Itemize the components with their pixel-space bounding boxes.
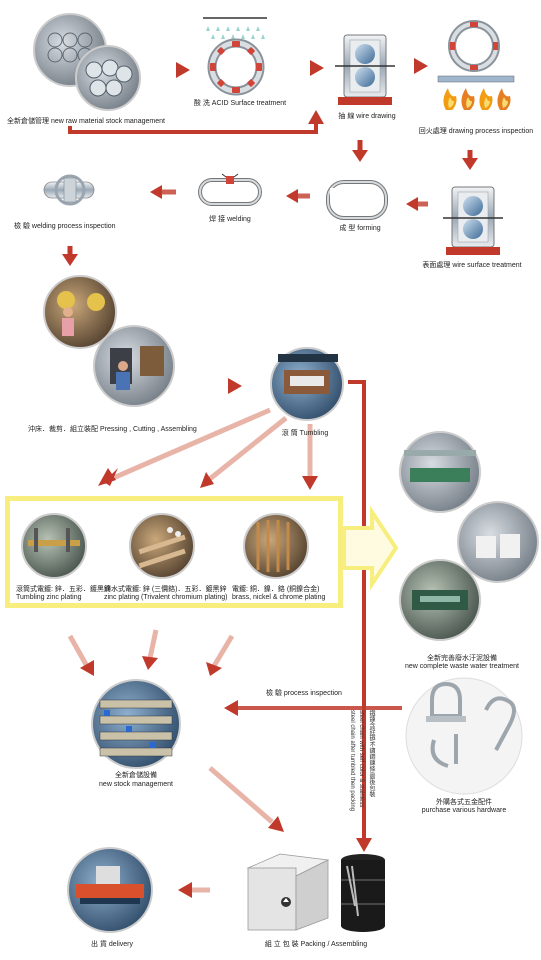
label-acid: 酸 洗 ACID Surface treatment [193, 100, 287, 107]
label-welding: 焊 接 welding [209, 216, 251, 223]
label-raw-stock: 全新倉儲管理 new raw material stock management [7, 118, 165, 125]
plating3-photo [243, 513, 309, 579]
label-vertical-cn: 鐵鍊含鋅鐵/不鏽鋼鍊條/最後包裝 [368, 710, 374, 798]
label-forming: 成 型 forming [339, 225, 381, 232]
label-delivery: 出 貨 delivery [90, 941, 134, 948]
acid-treatment-icon [203, 17, 267, 96]
label-plating3-en: brass, nickel & chrome plating [232, 594, 326, 601]
label-plating2-en: zinc plating (Trivalent chromium plating… [104, 594, 228, 601]
hollow-arrow [342, 505, 399, 591]
arrow-tumbling-to-packing [348, 380, 366, 840]
label-plating3-cn: 電鍍: 銅．鎳．鉻 (銅鎳合金) [232, 586, 320, 593]
label-pressing: 沖床．裁剪．組立裝配 Pressing , Cutting , Assembli… [28, 426, 197, 433]
label-hardware-cn: 外購各式五金配件 [436, 799, 492, 806]
label-wire-drawing: 抽 線 wire drawing [338, 113, 396, 120]
wire-drawing-icon [335, 34, 395, 105]
new-stock-photo [91, 679, 181, 769]
label-tumbling: 滾 筒 Tumbling [281, 430, 329, 437]
label-new-stock-en: new stock management [99, 781, 173, 788]
raw-stock-photo [33, 13, 141, 111]
annealing-icon [437, 20, 515, 110]
label-vertical-en2: steel chain after tumbled then packing [349, 710, 355, 812]
waste-water-photos [399, 431, 539, 641]
label-surface-treatment: 表面處理 wire surface treatment [422, 262, 522, 269]
forming-icon [326, 180, 388, 220]
label-plating1-en: Tumbling zinc plating [16, 594, 82, 601]
label-waste-cn: 全新完善廢水汙泥設備 [427, 655, 497, 662]
weld-inspection-icon [43, 174, 95, 206]
delivery-photo [67, 847, 153, 933]
surface-treatment-icon [443, 186, 503, 255]
plating1-photo [21, 513, 87, 579]
plating2-photo [129, 513, 195, 579]
label-plating1-cn: 滾筒式電鍍: 鋅．五彩．鍍黑鋅 [16, 586, 111, 593]
plating-highlight-box [5, 496, 343, 608]
label-process-inspection: 檢 驗 process inspection [266, 690, 342, 697]
label-vertical-en1: steel chain with self color & stainless [358, 710, 364, 808]
packing-box-icon [246, 853, 330, 931]
label-annealing: 回火處理 drawing process inspection [418, 128, 534, 135]
pressing-photos [43, 275, 175, 407]
label-welding-inspection: 檢 驗 welding process inspection [14, 223, 116, 230]
label-packing: 組 立 包 裝 Packing / Assembling [264, 941, 368, 948]
drum-icon [341, 854, 385, 932]
tumbling-photo [270, 347, 344, 421]
label-plating2-cn: 滴水式電鍍: 鋅 (三價鉻)．五彩．鍍黑鋅 [104, 586, 227, 593]
hardware-photo [405, 677, 523, 795]
welding-icon [198, 173, 262, 206]
label-waste-en: new complete waste water treatment [405, 663, 519, 670]
label-hardware-en: purchase various hardware [421, 807, 507, 814]
arrow-raw-loop [68, 122, 318, 134]
flame-icon [443, 88, 511, 110]
label-new-stock-cn: 全新倉儲設備 [115, 772, 157, 779]
